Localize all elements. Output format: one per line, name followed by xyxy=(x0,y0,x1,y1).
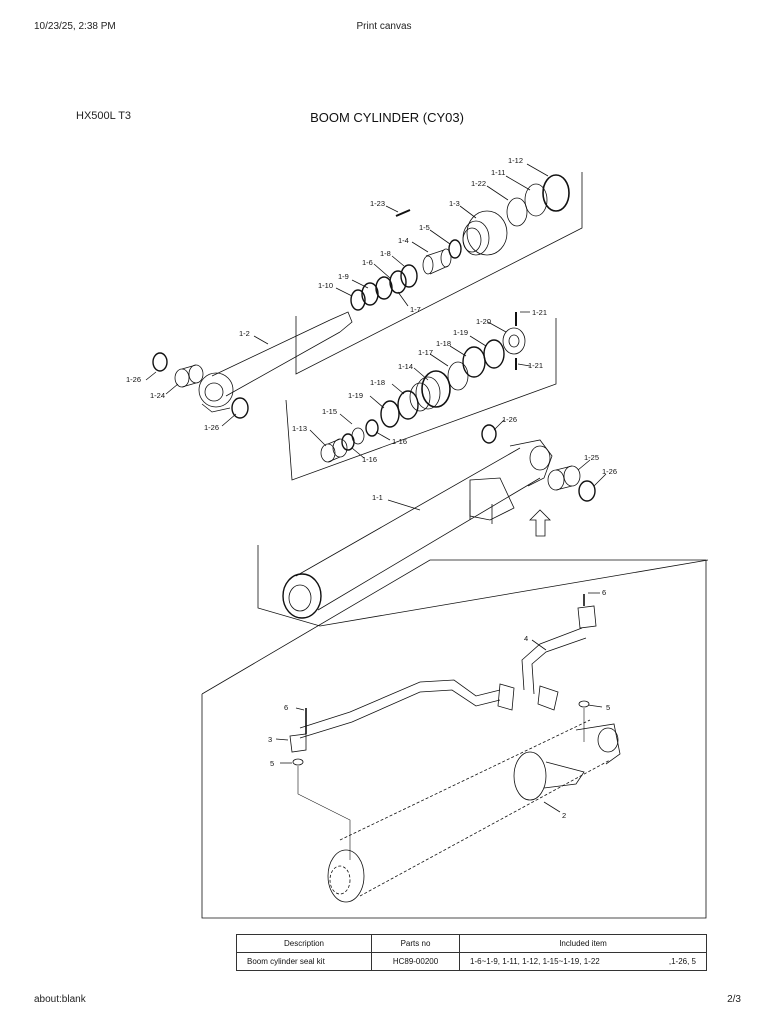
callout: 1-8 xyxy=(380,249,391,258)
callout: 1-6 xyxy=(362,258,373,267)
callout: 1-3 xyxy=(449,199,460,208)
callout: 1-20 xyxy=(476,317,491,326)
callout: 1-25 xyxy=(584,453,599,462)
tube-frame xyxy=(257,545,709,627)
rod-thread xyxy=(329,311,353,333)
ring-1-12 xyxy=(542,174,570,212)
callout: 1-24 xyxy=(150,391,165,400)
seal-kit-table: Description Parts no Included item Boom … xyxy=(236,934,707,971)
callout: 1-16 xyxy=(362,455,377,464)
print-url: about:blank xyxy=(34,994,86,1005)
callout: 6 xyxy=(602,588,606,597)
callout: 1-19 xyxy=(453,328,468,337)
tube-1-1 xyxy=(295,447,541,611)
callout: 1-19 xyxy=(348,391,363,400)
callout: 1-22 xyxy=(471,179,486,188)
callout: 1-21 xyxy=(528,361,543,370)
column-header-included-item: Included item xyxy=(459,934,707,953)
callout: 6 xyxy=(284,703,288,712)
callout: 1-18 xyxy=(370,378,385,387)
ring-1-22 xyxy=(506,197,528,227)
nut-1-20 xyxy=(502,327,526,355)
callout: 1-21 xyxy=(532,308,547,317)
callout: 1-16 xyxy=(392,437,407,446)
callout-labels: 1-12 1-11 1-22 1-23 1-3 1-5 1-4 1-8 1-6 … xyxy=(126,156,617,820)
table-row: Boom cylinder seal kit HC89-00200 ,1-26,… xyxy=(236,952,707,971)
callout: 1-23 xyxy=(370,199,385,208)
callout: 1-4 xyxy=(398,236,409,245)
column-header-description: Description xyxy=(236,934,372,953)
cell-included-item: ,1-26, 5 1-6~1-9, 1-11, 1-12, 1-15~1-19, … xyxy=(459,952,707,971)
piston-group-frame xyxy=(285,318,557,481)
callout: 1-14 xyxy=(398,362,413,371)
callout: 1-26 xyxy=(602,467,617,476)
cell-included-extra: ,1-26, 5 xyxy=(668,957,696,966)
callout: 1-13 xyxy=(292,424,307,433)
callout: 1-15 xyxy=(322,407,337,416)
callout: 1-26 xyxy=(204,423,219,432)
column-header-parts-no: Parts no xyxy=(371,934,460,953)
gland-1-3 xyxy=(466,210,508,256)
callout: 3 xyxy=(268,735,272,744)
ring-1-11 xyxy=(524,183,548,217)
page-indicator: 2/3 xyxy=(727,994,741,1005)
rod-eye xyxy=(198,372,234,408)
callout: 1-10 xyxy=(318,281,333,290)
callout: 1-9 xyxy=(338,272,349,281)
diagram-title: BOOM CYLINDER (CY03) xyxy=(310,110,464,125)
callout: 1-11 xyxy=(491,168,505,177)
callout: 1-18 xyxy=(436,339,451,348)
piston-1-14 xyxy=(421,370,451,408)
table-header-row: Description Parts no Included item xyxy=(236,934,707,953)
callout: 1-5 xyxy=(419,223,430,232)
callout: 5 xyxy=(606,703,610,712)
callout: 1-17 xyxy=(418,348,433,357)
callout: 1-12 xyxy=(508,156,523,165)
callout: 1-7 xyxy=(410,305,421,314)
model-label: HX500L T3 xyxy=(76,110,132,122)
piping-frame xyxy=(201,559,707,919)
direction-arrow xyxy=(529,509,551,537)
callout: 2 xyxy=(562,811,566,820)
cell-included-main: 1-6~1-9, 1-11, 1-12, 1-15~1-19, 1-22 xyxy=(470,957,600,966)
head-group-frame xyxy=(295,172,583,375)
print-page-title: Print canvas xyxy=(356,21,412,32)
callout: 1-26 xyxy=(502,415,517,424)
cell-description: Boom cylinder seal kit xyxy=(236,952,372,971)
pipe-1 xyxy=(299,679,501,739)
callout: 5 xyxy=(270,759,274,768)
cell-parts-no: HC89-00200 xyxy=(371,952,460,971)
callout: 1-26 xyxy=(126,375,141,384)
callout: 1-1 xyxy=(372,493,383,502)
print-timestamp: 10/23/25, 2:38 PM xyxy=(34,21,116,32)
callout: 4 xyxy=(524,634,528,643)
callout: 1-2 xyxy=(239,329,250,338)
pipe-4 xyxy=(521,627,587,695)
